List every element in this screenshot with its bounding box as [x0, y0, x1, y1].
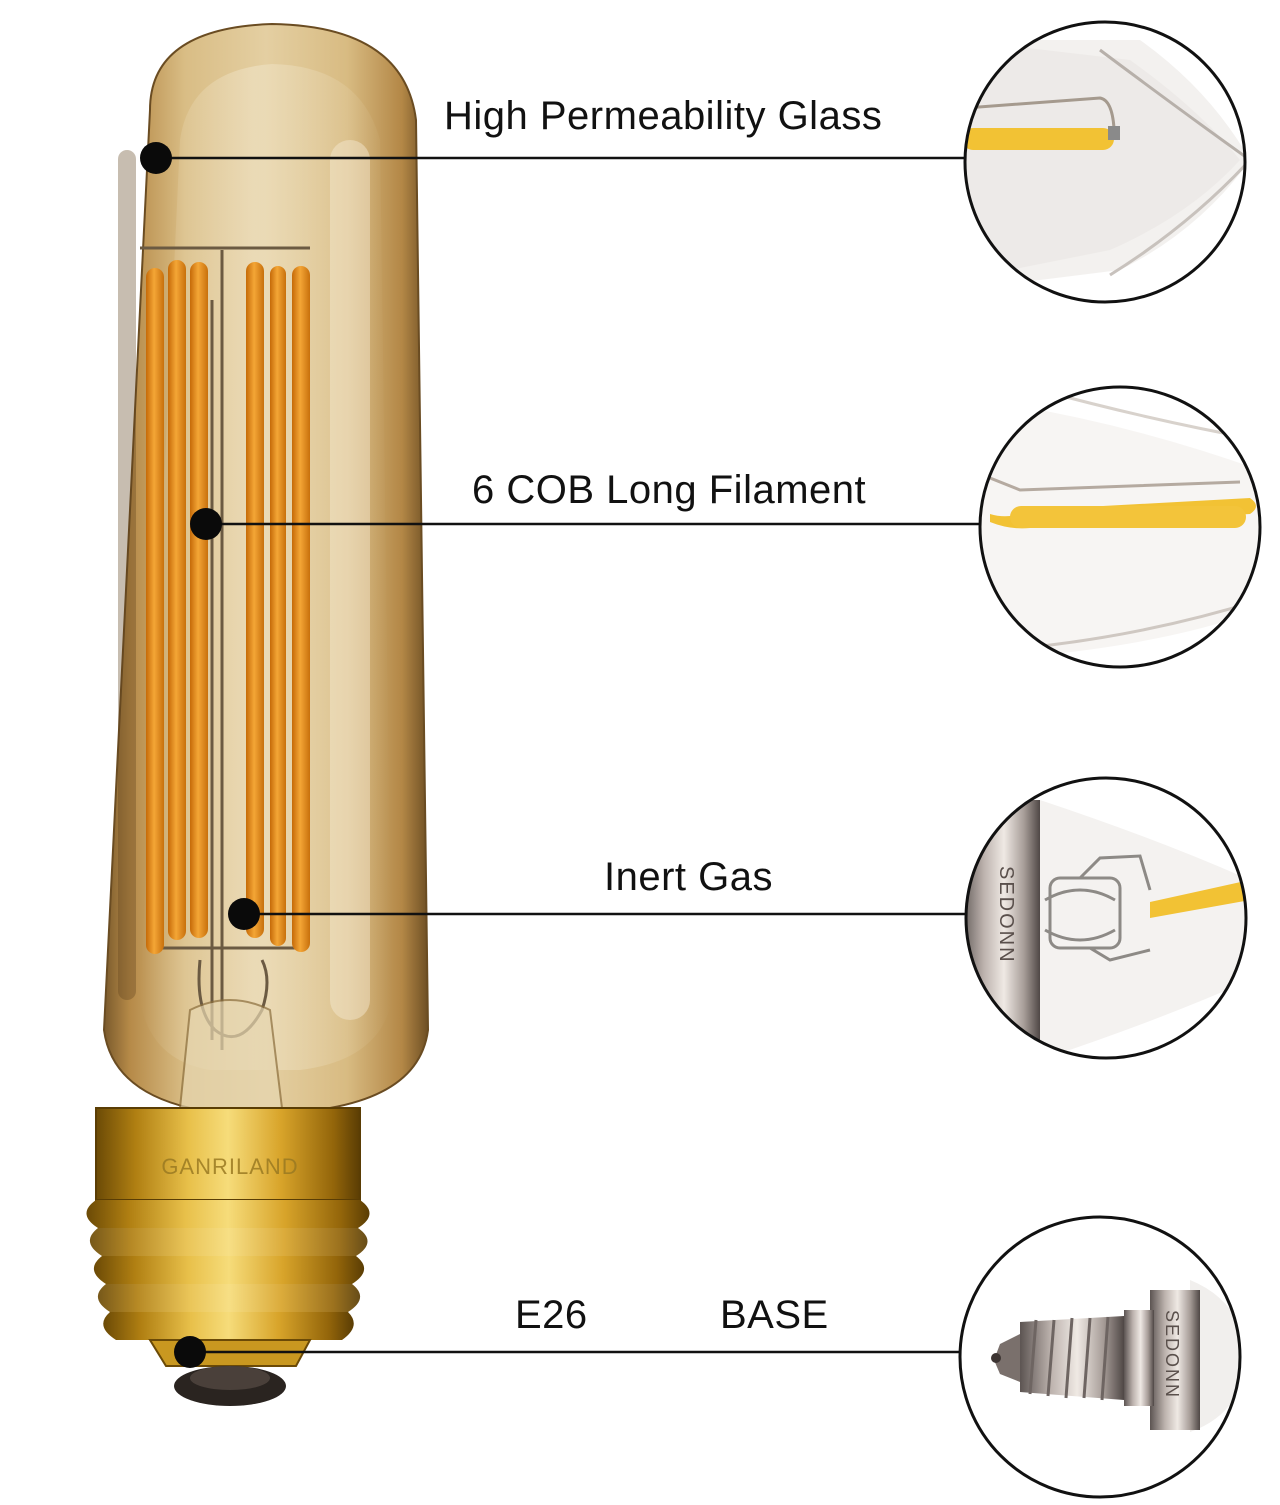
label-base: BASE	[720, 1293, 829, 1337]
detail-circle-base: SEDONN	[958, 1215, 1242, 1499]
bulb-illustration: GANRILAND	[86, 22, 430, 1406]
label-cob-long-filament: 6 COB Long Filament	[472, 468, 867, 512]
dot-glass	[140, 142, 172, 174]
detail-circle-glass	[963, 20, 1247, 304]
mini-screw-threads	[1020, 1316, 1124, 1401]
base-detail-engraving: SEDONN	[1162, 1310, 1182, 1399]
base-engraving: GANRILAND	[161, 1154, 298, 1179]
filament-group	[146, 260, 310, 954]
dot-base	[174, 1336, 206, 1368]
dot-gas	[228, 898, 260, 930]
label-inert-gas: Inert Gas	[604, 855, 774, 899]
gas-detail-engraving: SEDONN	[995, 866, 1017, 964]
label-e26: E26	[515, 1293, 588, 1337]
screw-base: GANRILAND	[86, 1107, 370, 1406]
leader-lines	[140, 142, 988, 1368]
detail-circle-gas: SEDONN	[964, 776, 1248, 1060]
dot-filament	[190, 508, 222, 540]
detail-circle-filament	[978, 385, 1262, 669]
label-high-permeability-glass: High Permeability Glass	[444, 94, 883, 138]
